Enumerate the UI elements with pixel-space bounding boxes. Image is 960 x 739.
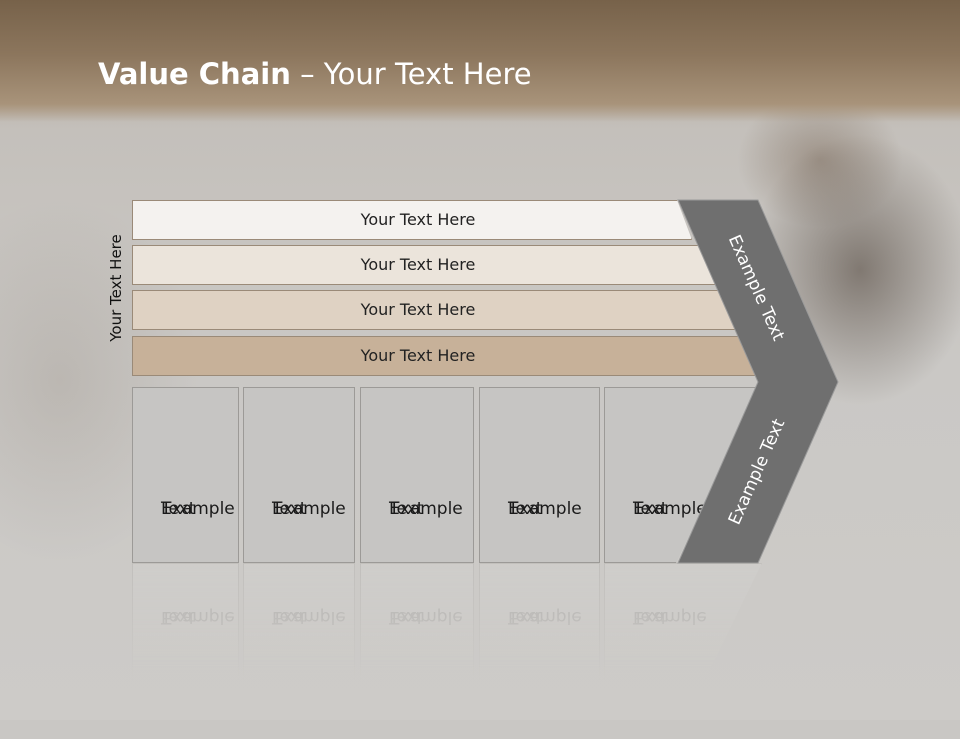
chevron-shape (677, 199, 839, 564)
bar-2: Your Text Here (132, 245, 717, 285)
bar-2-label: Your Text Here (360, 255, 476, 274)
bar-3: Your Text Here (132, 290, 740, 330)
chevron-arrow: Example Text Example Text (677, 199, 839, 564)
bar-1: Your Text Here (132, 200, 692, 240)
slide-title-rest: – Your Text Here (290, 57, 532, 91)
slide-title: Value Chain – Your Text Here (98, 54, 532, 94)
bar-4: Your Text Here (132, 336, 764, 376)
bar-4-label: Your Text Here (360, 346, 476, 365)
title-band (0, 0, 960, 122)
bar-3-label: Your Text Here (360, 300, 476, 319)
slide-title-bold: Value Chain (98, 57, 291, 91)
bar-1-label: Your Text Here (360, 210, 476, 229)
